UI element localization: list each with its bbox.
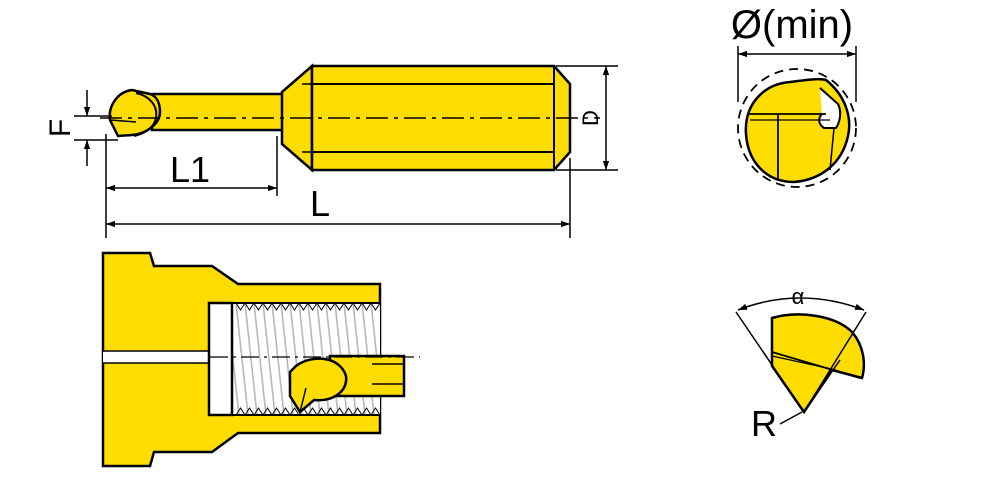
dimension-l: L bbox=[106, 158, 571, 238]
thread-crest bbox=[370, 303, 380, 311]
thread-crest bbox=[379, 414, 380, 415]
bore-section-view bbox=[101, 251, 420, 468]
undercut bbox=[207, 301, 234, 417]
tool-end-view: Ø(min) bbox=[731, 3, 857, 188]
thread-crest bbox=[316, 303, 327, 311]
thread-crest bbox=[325, 303, 336, 311]
thread-crest bbox=[244, 303, 255, 311]
label-d: D bbox=[578, 110, 603, 126]
thread-crest bbox=[280, 303, 291, 311]
label-l: L bbox=[310, 183, 330, 224]
insert-profile-view: α R bbox=[735, 284, 867, 444]
insert-body bbox=[770, 313, 866, 415]
thread-line bbox=[253, 303, 267, 415]
tool-neck bbox=[150, 92, 286, 132]
thread-crest bbox=[280, 407, 291, 415]
tool-side-view bbox=[100, 63, 600, 173]
dimension-d: D bbox=[556, 65, 618, 171]
label-r: R bbox=[751, 403, 777, 444]
label-alpha: α bbox=[792, 284, 805, 309]
thread-line bbox=[235, 303, 249, 415]
thread-crest bbox=[271, 407, 282, 415]
thread-crest bbox=[361, 303, 372, 311]
thread-line bbox=[271, 303, 285, 415]
thread-crest bbox=[352, 303, 363, 311]
centre-hole bbox=[103, 351, 209, 363]
thread-crest bbox=[379, 303, 380, 304]
thread-line bbox=[262, 303, 276, 415]
thread-crest bbox=[352, 407, 363, 415]
dimension-l1: L1 bbox=[105, 134, 278, 238]
thread-crest bbox=[370, 407, 380, 415]
dimension-f: F bbox=[44, 90, 118, 166]
thread-crest bbox=[262, 407, 273, 415]
thread-crest bbox=[262, 303, 273, 311]
thread-crest bbox=[325, 407, 336, 415]
thread-crest bbox=[298, 303, 309, 311]
thread-crest bbox=[316, 407, 327, 415]
label-diameter-min: Ø(min) bbox=[731, 3, 853, 47]
min-bore-circle bbox=[737, 68, 857, 188]
thread-crest bbox=[289, 407, 300, 415]
thread-crest bbox=[307, 407, 318, 415]
thread-line bbox=[244, 303, 258, 415]
thread-crest bbox=[289, 303, 300, 311]
thread-crest bbox=[235, 407, 246, 415]
thread-crest bbox=[271, 303, 282, 311]
thread-crest bbox=[361, 407, 372, 415]
thread-crest bbox=[343, 303, 354, 311]
thread-crest bbox=[253, 407, 264, 415]
thread-crest bbox=[235, 303, 246, 311]
thread-crest bbox=[334, 303, 345, 311]
thread-crest bbox=[343, 407, 354, 415]
label-f: F bbox=[44, 119, 77, 137]
thread-crest bbox=[334, 407, 345, 415]
alpha-arc bbox=[737, 297, 865, 311]
thread-crest bbox=[244, 407, 255, 415]
thread-crest bbox=[253, 303, 264, 311]
label-l1: L1 bbox=[170, 149, 210, 190]
thread-crest bbox=[307, 303, 318, 311]
